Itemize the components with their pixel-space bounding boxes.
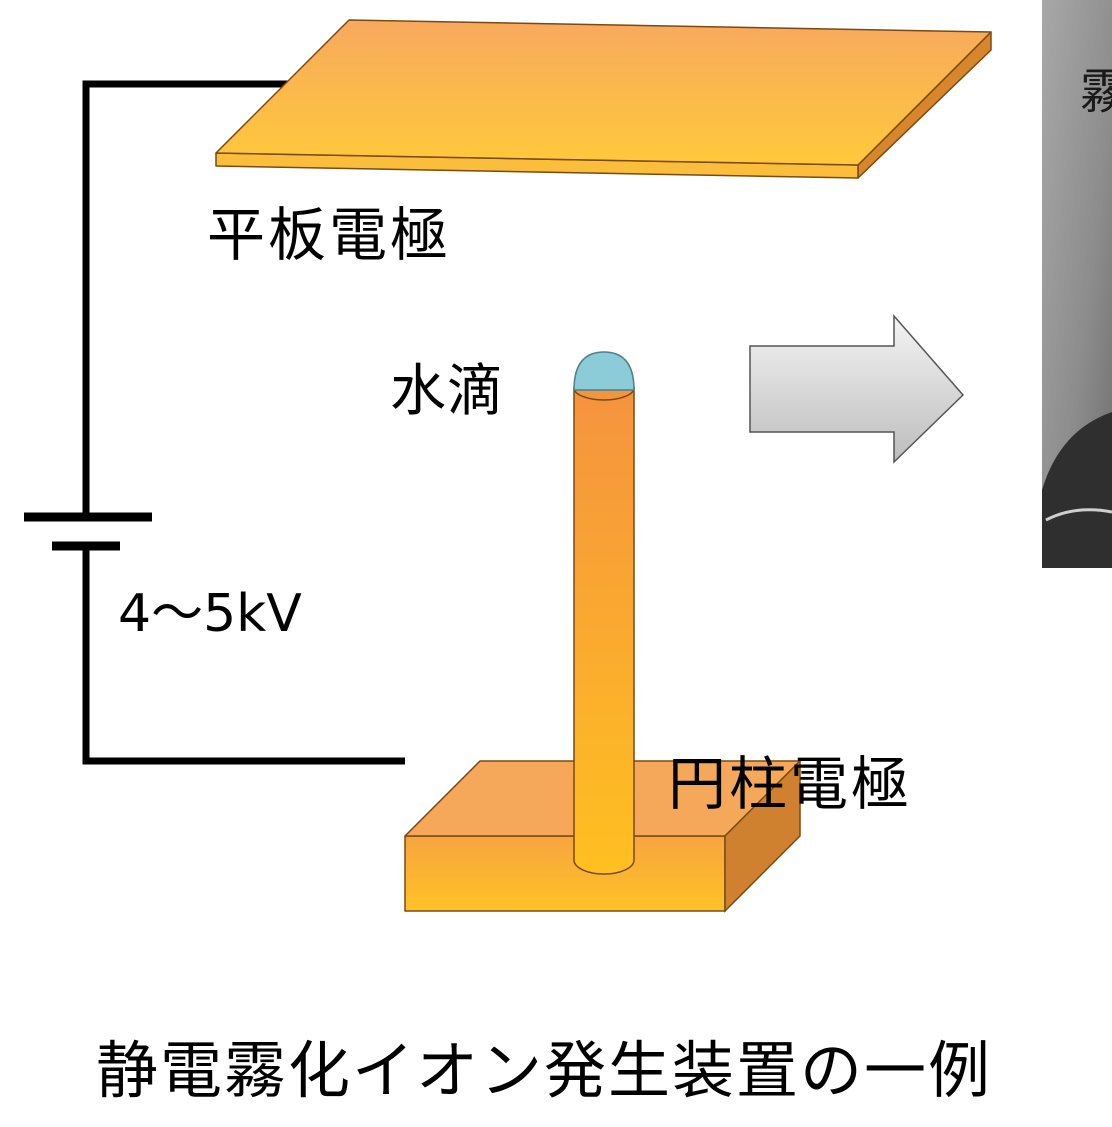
photo-label: 霧 xyxy=(1080,68,1112,116)
water-droplet-label: 水滴 xyxy=(390,359,504,424)
battery-icon xyxy=(24,512,152,551)
plate-electrode xyxy=(215,19,992,179)
diagram-caption: 静電霧化イオン発生装置の一例 xyxy=(96,1034,993,1107)
voltage-label: 4〜5kV xyxy=(118,584,302,644)
cylinder-base-side-face xyxy=(724,759,801,913)
plate-electrode-label: 平板電極 xyxy=(207,201,452,269)
cylinder-rod xyxy=(573,375,635,875)
cylinder-electrode-label: 円柱電極 xyxy=(668,750,913,818)
right-arrow-icon xyxy=(749,314,965,464)
circuit-wire xyxy=(82,80,405,765)
photo-panel xyxy=(1042,0,1112,568)
water-droplet xyxy=(573,351,635,391)
